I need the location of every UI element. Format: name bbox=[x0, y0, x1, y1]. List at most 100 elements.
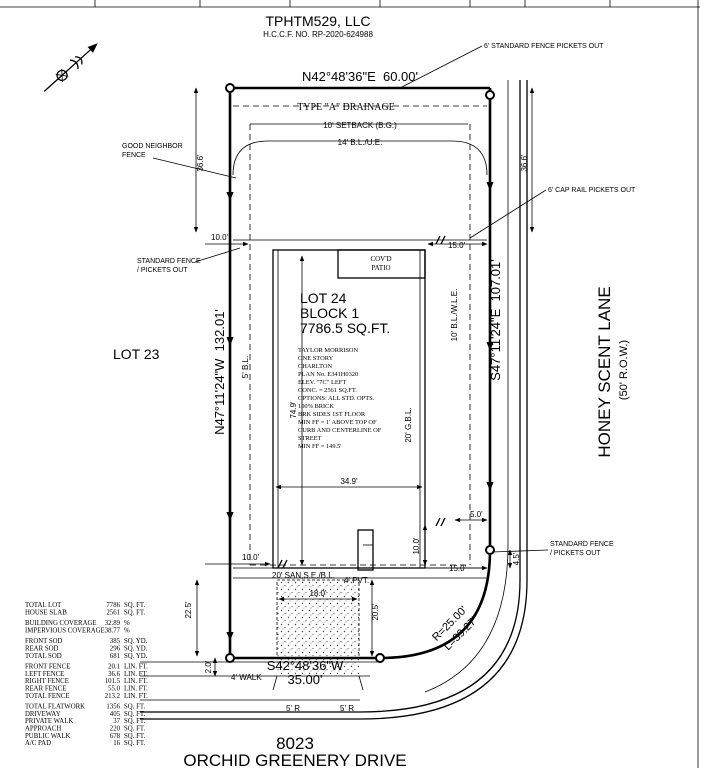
summary-cell: A/C PAD bbox=[25, 740, 51, 747]
summary-cell: 32.89 bbox=[105, 620, 121, 627]
driveway bbox=[276, 579, 360, 659]
bearing-south-distance: 35.00' bbox=[287, 672, 322, 687]
easement-front-label: 20' SAN,S.E./B.L. bbox=[272, 571, 335, 580]
street-edge bbox=[140, 80, 528, 720]
side-street-name: HONEY SCENT LANE bbox=[595, 286, 614, 457]
summary-cell: % bbox=[124, 627, 130, 634]
covered-patio bbox=[337, 249, 426, 279]
summary-cell: DRIVEWAY bbox=[25, 711, 61, 718]
summary-cell: 678 bbox=[110, 733, 121, 740]
summary-cell: 55.0 bbox=[108, 686, 120, 693]
summary-cell: 405 bbox=[110, 711, 121, 718]
walk-label: 4' WALK bbox=[231, 673, 262, 682]
dim-side-5: 5.0' bbox=[470, 510, 483, 519]
summary-cell: 385 bbox=[110, 638, 121, 645]
lot-area: 7786.5 SQ.FT. bbox=[300, 320, 390, 336]
summary-cell: SQ. FT. bbox=[124, 718, 146, 725]
builder-note-line: CURB AND CENTERLINE OF bbox=[298, 427, 382, 434]
builder-note-line: CHARLTON bbox=[298, 363, 332, 370]
summary-cell: SQ. FT. bbox=[124, 609, 146, 616]
dim-drive-width: 18.0' bbox=[309, 589, 327, 598]
dim-drive-depth: 22.5' bbox=[184, 601, 193, 619]
good-neighbor-label: FENCE bbox=[122, 152, 146, 159]
dim-side-right: 15.0' bbox=[448, 241, 466, 250]
dim-side-left: 10.0' bbox=[211, 233, 229, 242]
dim-walk: 2.0' bbox=[204, 660, 213, 673]
address-number: 8023 bbox=[276, 734, 314, 753]
summary-cell: LEFT FENCE bbox=[25, 671, 64, 678]
builder-note-line: MIN FF = 149.5' bbox=[298, 443, 341, 450]
north-arrow-icon bbox=[43, 43, 98, 92]
pvt-walk-label: 4' PVT. bbox=[344, 576, 369, 585]
owner-hccf: H.C.C.F. NO. RP-2020-624988 bbox=[263, 30, 373, 39]
summary-cell: RIGHT FENCE bbox=[25, 678, 69, 685]
builder-note-line: 100% BRICK bbox=[298, 403, 334, 410]
driveway-approach bbox=[277, 658, 359, 676]
setback-label: 10' SETBACK (B.G.) bbox=[323, 121, 397, 130]
summary-cell: SQ. FT. bbox=[124, 733, 146, 740]
summary-cell: SQ. FT. bbox=[124, 726, 146, 733]
dim-corner: 4.5' bbox=[512, 552, 521, 565]
summary-cell: IMPERVIOUS COVERAGE bbox=[25, 627, 105, 634]
summary-cell: SQ. FT. bbox=[124, 602, 146, 609]
easement-lines bbox=[232, 105, 488, 579]
dim-house-width: 34.9' bbox=[340, 477, 358, 486]
title-block-strip bbox=[0, 0, 700, 8]
fence-6ft-label: 6' STANDARD FENCE PICKETS OUT bbox=[484, 43, 604, 50]
builder-note-line: BRK SIDES 1ST FLOOR bbox=[298, 411, 366, 418]
block-number: BLOCK 1 bbox=[300, 305, 359, 321]
summary-cell: LIN. FT. bbox=[124, 693, 148, 700]
summary-cell: LIN. FT. bbox=[124, 671, 148, 678]
summary-cell: SQ. FT. bbox=[124, 740, 146, 747]
summary-cell: PUBLIC WALK bbox=[25, 733, 70, 740]
builder-note-line: ONE STORY bbox=[298, 355, 334, 362]
summary-cell: 20.1 bbox=[108, 664, 120, 671]
owner-name: TPHTM529, LLC bbox=[265, 13, 370, 29]
leader-lines bbox=[152, 45, 549, 553]
builder-note-line: CONC. = 2561 SQ.FT. bbox=[298, 387, 357, 394]
summary-cell: REAR FENCE bbox=[25, 686, 66, 693]
covered-patio-label: PATIO bbox=[371, 264, 390, 272]
dim-house-depth: 74.9' bbox=[289, 401, 298, 419]
bl-ue-label: 14' B.L./U.E. bbox=[338, 138, 383, 147]
summary-cell: LIN. FT. bbox=[124, 686, 148, 693]
summary-cell: FRONT FENCE bbox=[25, 664, 70, 671]
dimension-lines bbox=[193, 87, 535, 677]
good-neighbor-label: GOOD NEIGHBOR bbox=[122, 143, 183, 150]
summary-cell: SQ. FT. bbox=[124, 711, 146, 718]
summary-cell: REAR SOD bbox=[25, 646, 59, 653]
private-walk bbox=[357, 529, 374, 571]
bearing-east: S47°11'24"E 107.01' bbox=[488, 259, 503, 381]
radius-right: 5' R bbox=[340, 704, 354, 713]
summary-cell: FRONT SOD bbox=[25, 638, 63, 645]
dim-rear-right: 36.6' bbox=[520, 154, 529, 172]
dim-rear-left: 36.6' bbox=[196, 154, 205, 172]
builder-note-line: PLAN No. E341H0320 bbox=[298, 371, 358, 378]
summary-cell: LIN. FT. bbox=[124, 678, 148, 685]
summary-cell: % bbox=[124, 620, 130, 627]
dim-front-right: 15.0' bbox=[449, 564, 467, 573]
summary-cell: 296 bbox=[110, 646, 121, 653]
dim-front-setback: 20.5' bbox=[371, 603, 380, 621]
bearing-south: S42°48'36"W bbox=[267, 658, 344, 673]
summary-cell: TOTAL FENCE bbox=[25, 693, 70, 700]
drainage-label: TYPE "A" DRAINAGE bbox=[297, 102, 395, 113]
summary-cell: SQ. FT. bbox=[124, 704, 146, 711]
summary-cell: 16 bbox=[113, 740, 120, 747]
summary-cell: 37 bbox=[113, 718, 120, 725]
corner-marker bbox=[485, 90, 495, 100]
summary-cell: HOUSE SLAB bbox=[25, 609, 67, 616]
builder-note-line: STREET bbox=[298, 435, 322, 442]
dim-front-left: 10.0' bbox=[242, 553, 260, 562]
summary-cell: SQ. YD. bbox=[124, 646, 148, 653]
corner-marker bbox=[225, 83, 235, 93]
summary-cell: APPROACH bbox=[25, 726, 61, 733]
summary-cell: SQ. YD. bbox=[124, 638, 148, 645]
summary-cell: 101.5 bbox=[105, 678, 121, 685]
summary-cell: TOTAL FLATWORK bbox=[25, 704, 85, 711]
front-street-name: ORCHID GREENERY DRIVE bbox=[183, 751, 406, 768]
builder-note-line: OPTIONS: ALL STD. OPTS. bbox=[298, 395, 375, 402]
lot-number: LOT 24 bbox=[300, 290, 347, 306]
builder-notes: TAYLOR MORRISON ONE STORY CHARLTON PLAN … bbox=[298, 347, 382, 450]
